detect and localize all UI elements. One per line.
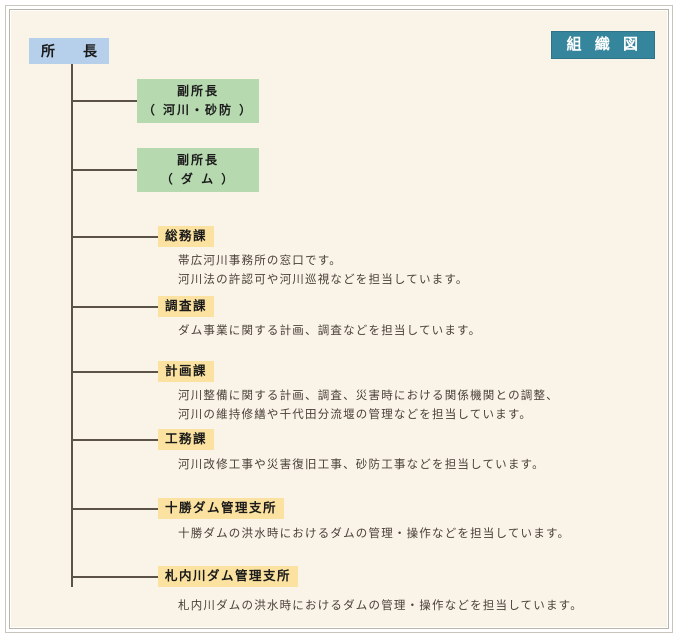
description-line: 河川の維持修繕や千代田分流堰の管理などを担当しています。 <box>178 407 533 421</box>
description-line: 河川整備に関する計画、調査、災害時における関係機関との調整、 <box>178 388 559 402</box>
deputy-title-line1: 副所長 <box>176 153 219 167</box>
description-line: 帯広河川事務所の窓口です。 <box>178 253 342 267</box>
division-description: 札内川ダムの洪水時におけるダムの管理・操作などを担当しています。 <box>178 596 583 615</box>
org-node-deputy-dam: 副所長 （ ダ ム ） <box>137 148 259 192</box>
connector-branch-line <box>71 169 147 171</box>
org-node-division-survey: 調査課 <box>158 296 215 318</box>
description-line: 河川改修工事や災害復旧工事、砂防工事などを担当しています。 <box>178 457 545 471</box>
org-node-director: 所 長 <box>29 38 109 64</box>
description-line: ダム事業に関する計画、調査などを担当しています。 <box>178 323 482 337</box>
connector-branch-line <box>71 371 158 373</box>
deputy-title-line2: （ ダ ム ） <box>160 172 236 186</box>
division-description: ダム事業に関する計画、調査などを担当しています。 <box>178 321 481 340</box>
org-node-division-engineering: 工務課 <box>158 429 215 451</box>
connector-branch-line <box>71 306 158 308</box>
org-node-deputy-river-sabo: 副所長 （ 河川・砂防 ） <box>137 79 259 123</box>
division-description: 河川整備に関する計画、調査、災害時における関係機関との調整、 河川の維持修繕や千… <box>178 386 559 424</box>
org-node-branch-satsunaigawa-dam: 札内川ダム管理支所 <box>158 566 299 588</box>
org-node-branch-tokachi-dam: 十勝ダム管理支所 <box>158 498 285 520</box>
division-description: 十勝ダムの洪水時におけるダムの管理・操作などを担当しています。 <box>178 524 570 543</box>
connector-branch-line <box>71 236 158 238</box>
connector-trunk-line <box>71 64 73 587</box>
deputy-title-line1: 副所長 <box>176 84 219 98</box>
connector-branch-line <box>71 439 158 441</box>
connector-branch-line <box>71 100 147 102</box>
description-line: 札内川ダムの洪水時におけるダムの管理・操作などを担当しています。 <box>178 598 583 612</box>
description-line: 十勝ダムの洪水時におけるダムの管理・操作などを担当しています。 <box>178 526 571 540</box>
chart-title-badge: 組 織 図 <box>550 31 655 59</box>
org-node-division-general-affairs: 総務課 <box>158 226 215 248</box>
deputy-title-line2: （ 河川・砂防 ） <box>142 103 254 117</box>
org-node-division-planning: 計画課 <box>158 361 215 383</box>
connector-branch-line <box>71 576 158 578</box>
division-description: 河川改修工事や災害復旧工事、砂防工事などを担当しています。 <box>178 455 545 474</box>
connector-branch-line <box>71 508 158 510</box>
description-line: 河川法の許認可や河川巡視などを担当しています。 <box>178 272 469 286</box>
chart-panel: 組 織 図 所 長 副所長 （ 河川・砂防 ） 副所長 （ ダ ム ） 総務課 … <box>11 11 667 627</box>
division-description: 帯広河川事務所の窓口です。 河川法の許認可や河川巡視などを担当しています。 <box>178 251 469 289</box>
